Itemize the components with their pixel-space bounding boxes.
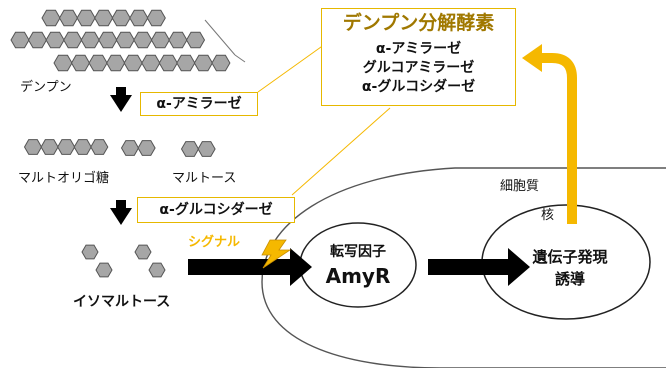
starch-glucose-unit bbox=[27, 31, 48, 49]
maltose-glucose-unit bbox=[180, 141, 200, 157]
cytoplasm-label: 細胞質 bbox=[500, 179, 540, 194]
maltose-glucose-unit bbox=[137, 140, 156, 156]
secretion-arrow bbox=[542, 53, 577, 224]
maltooligo-glucose-unit bbox=[23, 139, 43, 155]
maltose-glucose-unit bbox=[120, 140, 140, 156]
isomaltose-glucose-unit bbox=[148, 262, 166, 278]
isomaltose-glucose-unit bbox=[95, 262, 113, 278]
down-arrow bbox=[110, 87, 132, 112]
nucleus-label: 核 bbox=[541, 208, 555, 223]
starch-glucose-unit bbox=[193, 54, 213, 72]
maltooligosaccharide-label: マルトオリゴ糖 bbox=[18, 171, 110, 186]
starch-glucose-unit bbox=[150, 31, 170, 49]
maltooligo-glucose-unit bbox=[40, 139, 59, 155]
starch-glucose-unit bbox=[76, 9, 96, 27]
starch-glucose-unit bbox=[106, 54, 126, 72]
starch-guide-line bbox=[234, 54, 246, 63]
starch-glucose-unit bbox=[158, 54, 178, 72]
lightning-icon bbox=[261, 239, 292, 269]
isomaltose-glucose-unit bbox=[134, 244, 152, 260]
maltose-glucose-unit bbox=[197, 141, 216, 157]
down-arrow bbox=[110, 200, 132, 225]
signal-label: シグナル bbox=[188, 235, 241, 250]
starch-glucose-unit bbox=[94, 9, 114, 27]
starch-glucose-unit bbox=[58, 9, 79, 27]
starch-glucose-unit bbox=[111, 9, 131, 27]
starch-glucose-unit bbox=[70, 54, 91, 72]
maltose-label: マルトース bbox=[172, 171, 237, 186]
enzyme-item: α-アミラーゼ bbox=[375, 41, 462, 57]
starch-glucose-unit bbox=[185, 31, 206, 49]
connector-line bbox=[257, 41, 329, 93]
starch-glucose-unit bbox=[63, 31, 83, 49]
starch-glucose-unit bbox=[211, 54, 231, 72]
transcription-factor-label: 転写因子 bbox=[330, 244, 386, 260]
starch-glucose-unit bbox=[80, 31, 100, 49]
starch-glucose-unit bbox=[53, 54, 73, 72]
cell-membrane bbox=[261, 167, 666, 368]
connector-line bbox=[291, 107, 391, 196]
starch-glucose-unit bbox=[10, 31, 30, 49]
maltooligo-glucose-unit bbox=[57, 139, 76, 155]
starch-glucose-unit bbox=[129, 9, 149, 27]
transcription-factor-name: AmyR bbox=[325, 264, 391, 288]
enzyme-box-title: デンプン分解酵素 bbox=[342, 12, 495, 34]
starch-guide-line bbox=[204, 19, 236, 56]
amylase-label: α-アミラーゼ bbox=[156, 96, 242, 112]
induction-label: 誘導 bbox=[554, 270, 585, 288]
starch-glucose-unit bbox=[41, 9, 61, 27]
starch-glucose-unit bbox=[146, 9, 166, 27]
enzyme-item: グルコアミラーゼ bbox=[362, 60, 475, 76]
isomaltose-glucose-unit bbox=[81, 244, 99, 260]
glucosidase-box bbox=[137, 197, 295, 223]
signal-arrow bbox=[188, 248, 312, 286]
enzyme-box bbox=[321, 8, 516, 106]
glucosidase-label: α-グルコシダーゼ bbox=[159, 202, 273, 218]
starch-glucose-unit bbox=[123, 54, 143, 72]
secretion-arrowhead bbox=[522, 44, 542, 72]
gene-expression-label: 遺伝子発現 bbox=[532, 248, 608, 266]
starch-label: デンプン bbox=[20, 80, 72, 95]
starch-glucose-unit bbox=[133, 31, 153, 49]
maltooligo-glucose-unit bbox=[90, 139, 109, 155]
starch-glucose-unit bbox=[168, 31, 188, 49]
maltooligo-glucose-unit bbox=[73, 139, 92, 155]
starch-glucose-unit bbox=[88, 54, 108, 72]
starch-glucose-unit bbox=[115, 31, 135, 49]
induction-arrow bbox=[428, 248, 530, 286]
amylase-box bbox=[140, 92, 258, 116]
enzyme-item: α-グルコシダーゼ bbox=[361, 79, 476, 95]
starch-glucose-unit bbox=[45, 31, 65, 49]
starch-glucose-unit bbox=[141, 54, 161, 72]
starch-glucose-unit bbox=[98, 31, 118, 49]
isomaltose-label: イソマルトース bbox=[73, 294, 171, 310]
starch-glucose-unit bbox=[176, 54, 196, 72]
